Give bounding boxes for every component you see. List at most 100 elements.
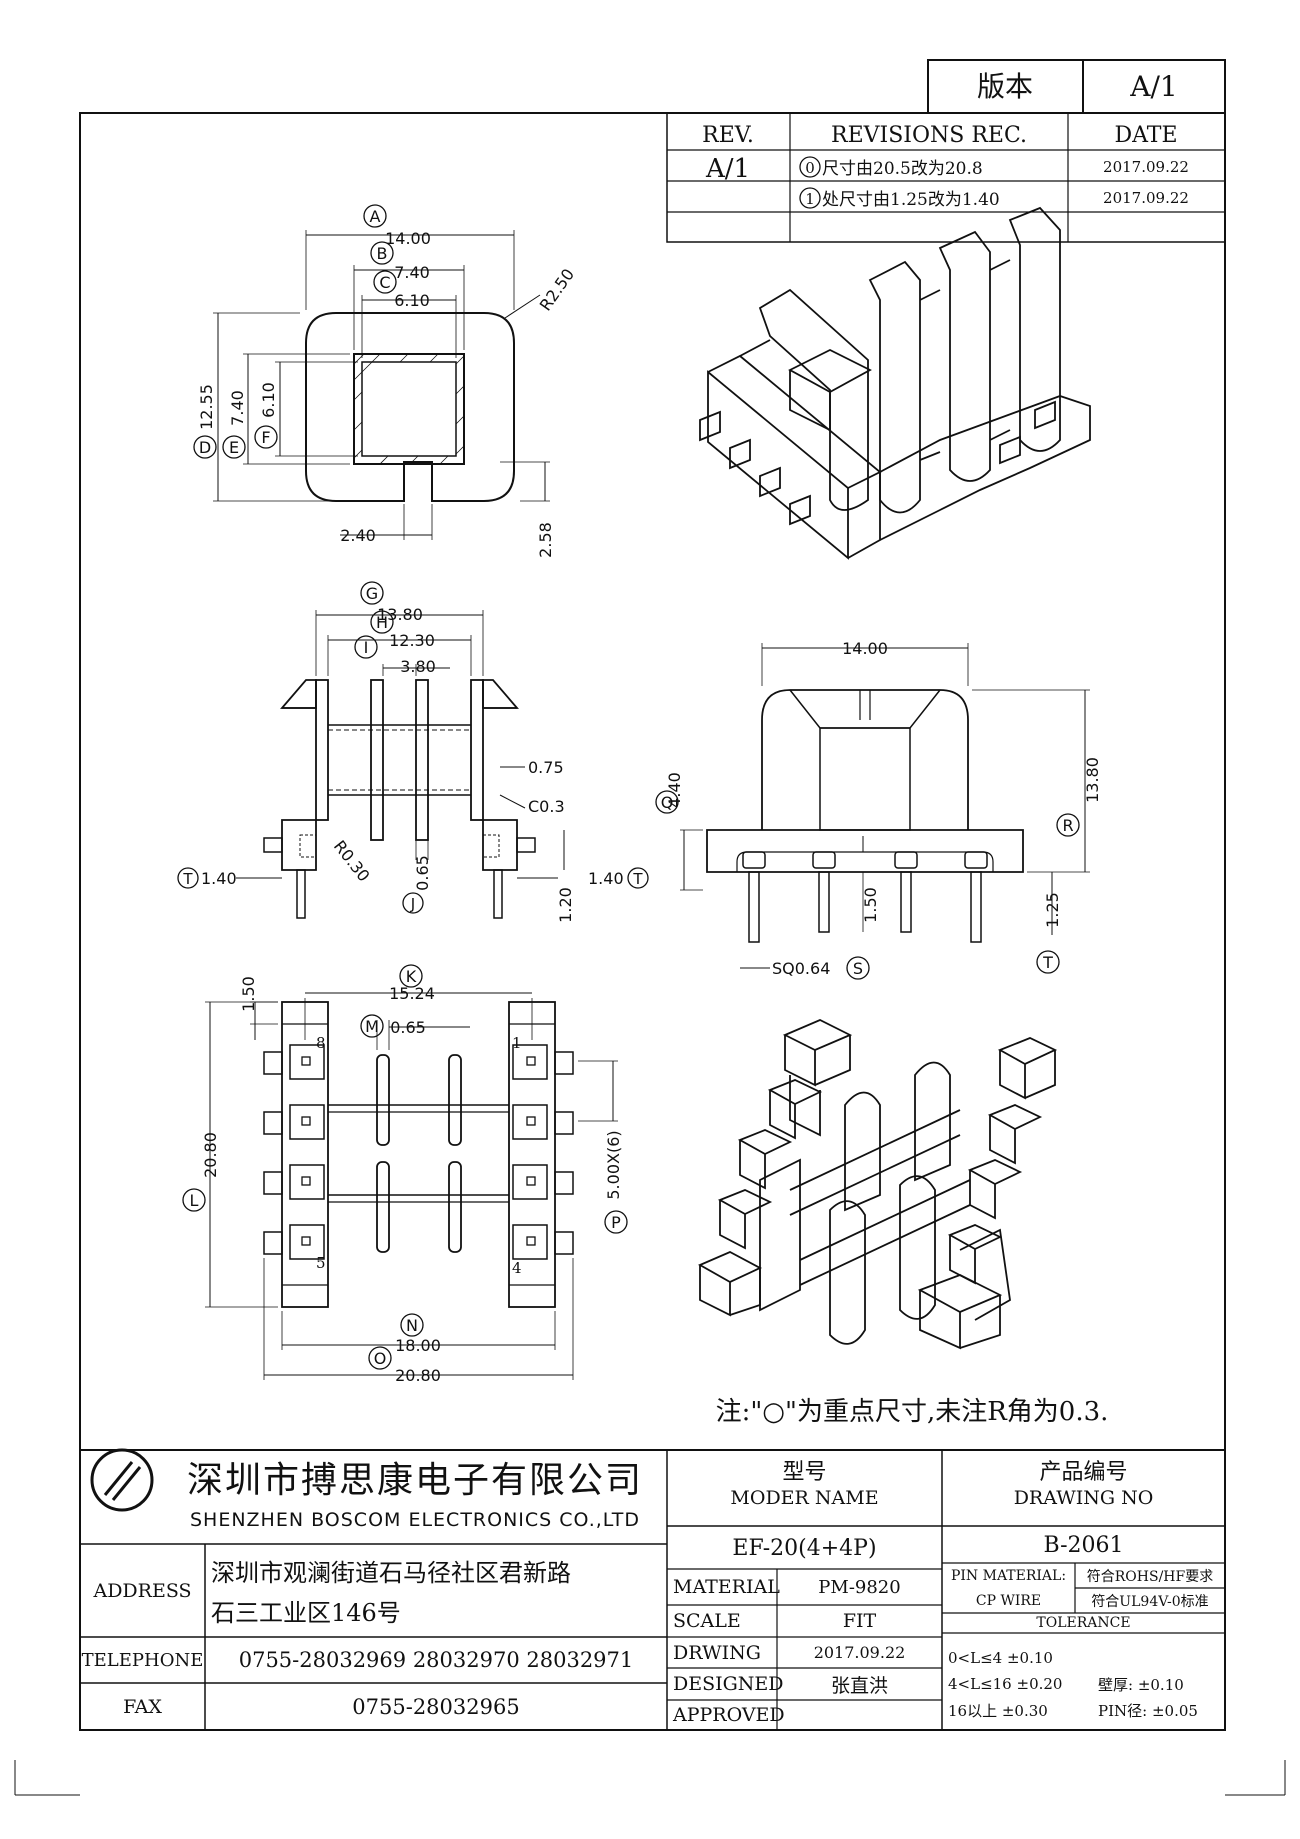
company-name-cn: 深圳市搏思康电子有限公司 <box>186 1460 643 1501</box>
model-name-en: MODER NAME <box>730 1487 879 1509</box>
rev-text-0: 尺寸由20.5改为20.8 <box>822 159 983 179</box>
top-view <box>193 204 550 540</box>
model-value: EF-20(4+4P) <box>732 1535 877 1561</box>
drawing-no-cn: 产品编号 <box>1039 1460 1128 1485</box>
label-r: R <box>1062 816 1073 835</box>
label-n: N <box>406 1316 418 1335</box>
address-line-1: 深圳市观澜街道石马径社区君新路 <box>211 1558 571 1587</box>
front-view <box>655 643 1090 980</box>
dim-1-50: 1.50 <box>861 887 880 923</box>
drawing-no-value: B-2061 <box>1043 1532 1124 1558</box>
rev-mark-0: 0 <box>805 159 815 177</box>
label-g: G <box>366 584 378 603</box>
designed-label: DESIGNED <box>673 1673 784 1695</box>
dim-14-00: 14.00 <box>385 229 431 248</box>
dim-20-80-v: 20.80 <box>201 1132 220 1178</box>
designed-value: 张直洪 <box>830 1674 888 1697</box>
side-view <box>177 581 649 919</box>
bottom-view-labels: K M L P N O 15.24 0.65 1.50 20.80 5.00X(… <box>190 967 623 1385</box>
dim-1-40-right: 1.40 <box>588 869 624 888</box>
cp-wire-value: 符合UL94V-0标准 <box>1091 1593 1209 1610</box>
dim-2-58: 2.58 <box>536 522 555 558</box>
label-l: L <box>190 1191 199 1210</box>
rev-mark-1: 1 <box>805 190 815 208</box>
telephone-value: 0755-28032969 28032970 28032971 <box>238 1648 634 1672</box>
isometric-view-bottom <box>697 1019 1058 1350</box>
approved-label: APPROVED <box>673 1704 785 1726</box>
dim-front-13-80: 13.80 <box>1083 757 1102 803</box>
fax-value: 0755-28032965 <box>352 1694 520 1719</box>
dim-r0-30: R0.30 <box>330 837 374 886</box>
dim-3-80: 3.80 <box>400 657 436 676</box>
drawing-no-en: DRAWING NO <box>1013 1487 1154 1509</box>
label-j: J <box>410 895 415 913</box>
label-t-left: T <box>182 870 193 888</box>
model-name-cn: 型号 <box>782 1460 827 1485</box>
dim-4-40: 4.40 <box>665 772 684 808</box>
dim-bottom-1-50: 1.50 <box>239 976 258 1012</box>
label-p: P <box>611 1213 621 1232</box>
rev-value: A/1 <box>705 154 750 184</box>
dim-6-10-v: 6.10 <box>259 382 278 418</box>
tolerance-label: TOLERANCE <box>1036 1615 1131 1631</box>
dim-sq0-64: SQ0.64 <box>772 959 830 978</box>
telephone-label: TELEPHONE <box>81 1649 204 1671</box>
dim-c0-3: C0.3 <box>528 797 565 816</box>
side-view-labels: G H I T T J 13.80 12.30 3.80 0.75 C0.3 R… <box>182 584 643 923</box>
dim-13-80: 13.80 <box>377 605 423 624</box>
dim-bottom-0-65: 0.65 <box>390 1018 426 1037</box>
address-line-2: 石三工业区146号 <box>211 1598 401 1627</box>
label-q: Q <box>661 793 674 812</box>
version-box <box>927 59 1226 114</box>
tolerance-row-1: 0<L≤4 ±0.10 <box>948 1649 1053 1667</box>
address-label: ADDRESS <box>93 1579 192 1602</box>
revisions-table: REV. REVISIONS REC. DATE A/1 0 尺寸由20.5改为… <box>666 112 1226 243</box>
dim-2-40: 2.40 <box>340 526 376 545</box>
dim-1-40-left: 1.40 <box>201 869 237 888</box>
tolerance-row-2: 4<L≤16 ±0.20 <box>948 1675 1063 1693</box>
note-text: 注:"○"为重点尺寸,未注R角为0.3. <box>716 1397 1109 1427</box>
dim-12-55: 12.55 <box>197 384 216 430</box>
pin-5-label: 5 <box>316 1254 326 1272</box>
rev-text-1: 处尺寸由1.25改为1.40 <box>822 190 1000 210</box>
label-b: B <box>377 244 388 263</box>
dim-6-10: 6.10 <box>394 291 430 310</box>
dim-5-00x6: 5.00X(6) <box>604 1130 623 1199</box>
pin-1-label: 1 <box>512 1034 522 1052</box>
label-e: E <box>229 438 239 457</box>
pin-material-label: PIN MATERIAL: <box>950 1567 1067 1584</box>
pin-8-label: 8 <box>316 1034 326 1052</box>
company-name-en: SHENZHEN BOSCOM ELECTRONICS CO.,LTD <box>189 1509 641 1531</box>
material-value: PM-9820 <box>818 1576 901 1598</box>
dim-front-14-00: 14.00 <box>842 639 888 658</box>
label-k: K <box>406 967 417 986</box>
dim-15-24: 15.24 <box>389 984 435 1003</box>
label-f: F <box>261 428 270 447</box>
label-s: S <box>853 959 863 978</box>
top-view-labels: A B C D E F 14.00 7.40 6.10 R2.50 12.55 … <box>197 207 578 558</box>
drwing-value: 2017.09.22 <box>813 1643 906 1662</box>
pin-tolerance: PIN径: ±0.05 <box>1098 1701 1198 1720</box>
tolerance-row-3: 16以上 ±0.30 <box>948 1701 1048 1720</box>
label-c: C <box>379 273 390 292</box>
dim-12-30: 12.30 <box>389 631 435 650</box>
label-a: A <box>370 207 381 226</box>
version-value: A/1 <box>1129 70 1177 103</box>
dim-7-40-v: 7.40 <box>228 390 247 426</box>
pin-4-label: 4 <box>512 1259 522 1277</box>
fax-label: FAX <box>123 1695 162 1718</box>
rev-date-1: 2017.09.22 <box>1103 189 1189 207</box>
version-label: 版本 <box>977 70 1033 103</box>
title-block <box>80 1448 1225 1730</box>
dim-r2-50: R2.50 <box>536 265 578 314</box>
drawing-border <box>79 112 1226 1731</box>
dim-18-00: 18.00 <box>395 1336 441 1355</box>
isometric-view-top <box>699 206 1091 560</box>
label-i: I <box>364 638 369 657</box>
bottom-view <box>182 964 628 1380</box>
label-t-front: T <box>1042 953 1053 972</box>
dim-20-80-h: 20.80 <box>395 1366 441 1385</box>
label-d: D <box>199 438 211 457</box>
cp-wire-label: CP WIRE <box>975 1592 1042 1609</box>
